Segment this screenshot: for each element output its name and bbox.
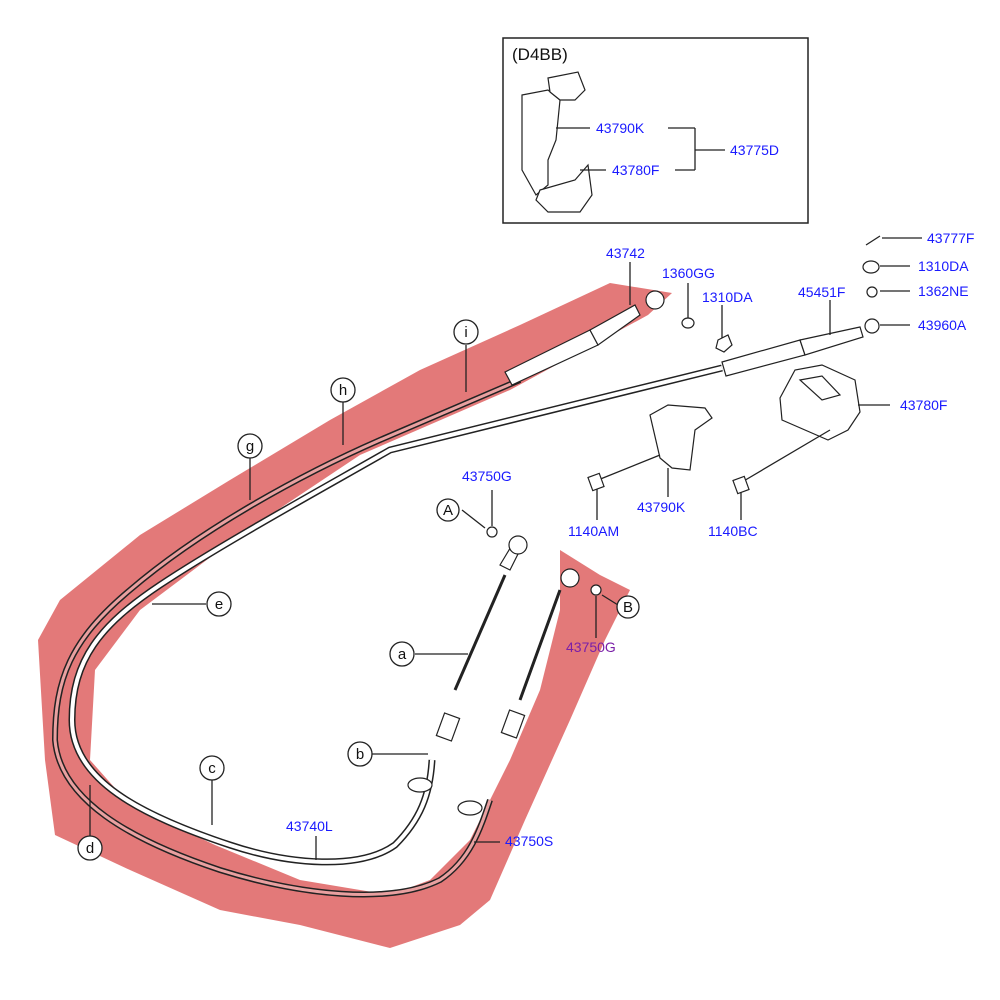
nut-1310da-b (862, 260, 880, 274)
washer-43750g-b (590, 584, 602, 596)
label-1310da-b: 1310DA (918, 258, 969, 274)
svg-text:c: c (208, 760, 216, 777)
highlight-region (38, 283, 672, 948)
inset-label-43775d: 43775D (730, 142, 779, 158)
bolt-1140bc (741, 429, 831, 483)
svg-text:i: i (464, 324, 467, 341)
label-43780f: 43780F (900, 397, 947, 413)
nut-1310da-a (715, 334, 733, 353)
label-1140bc: 1140BC (708, 523, 758, 539)
label-43790k: 43790K (637, 499, 686, 515)
rod-end-b (560, 568, 580, 588)
svg-text:B: B (623, 599, 633, 616)
callout-d: d (77, 835, 103, 861)
washer-43750g-a (486, 526, 498, 538)
label-43960a: 43960A (918, 317, 967, 333)
inset-label-43780f: 43780F (612, 162, 659, 178)
svg-text:g: g (246, 438, 254, 455)
inset-title: (D4BB) (512, 45, 568, 64)
label-45451f: 45451F (798, 284, 845, 300)
label-43740l: 43740L (286, 818, 333, 834)
label-43750g-b: 43750G (566, 639, 616, 655)
label-43777f: 43777F (927, 230, 974, 246)
inset-bracket-tab (547, 71, 586, 101)
callout-g: g (237, 433, 263, 459)
label-1360gg: 1360GG (662, 265, 715, 281)
svg-text:A: A (443, 502, 453, 519)
cable-end-45451f (721, 339, 806, 377)
svg-text:b: b (356, 746, 364, 763)
svg-text:h: h (339, 382, 347, 399)
svg-text:d: d (86, 840, 94, 857)
callout-B: B (616, 595, 640, 619)
callout-h: h (330, 377, 356, 403)
bracket-43780f (779, 364, 861, 441)
label-1140am: 1140AM (568, 523, 619, 539)
label-43750s: 43750S (505, 833, 553, 849)
svg-text:a: a (398, 646, 407, 663)
inset-bracket-43780f (535, 163, 593, 213)
label-43742: 43742 (606, 245, 645, 261)
callout-b: b (347, 741, 373, 767)
bracket-43790k (649, 404, 713, 471)
callout-a: a (389, 641, 415, 667)
label-43750g-a: 43750G (462, 468, 512, 484)
bolt-1140am (597, 454, 661, 481)
callout-i: i (453, 319, 479, 345)
inset-label-43790k: 43790K (596, 120, 645, 136)
clip-1362ne (866, 286, 878, 298)
svg-text:e: e (215, 596, 223, 613)
callout-A: A (436, 498, 460, 522)
callout-c: c (199, 755, 225, 781)
label-1362ne: 1362NE (918, 283, 969, 299)
label-1310da-a: 1310DA (702, 289, 753, 305)
nut-1360gg (681, 317, 695, 329)
pin-43777f (865, 235, 881, 246)
callout-e: e (206, 591, 232, 617)
